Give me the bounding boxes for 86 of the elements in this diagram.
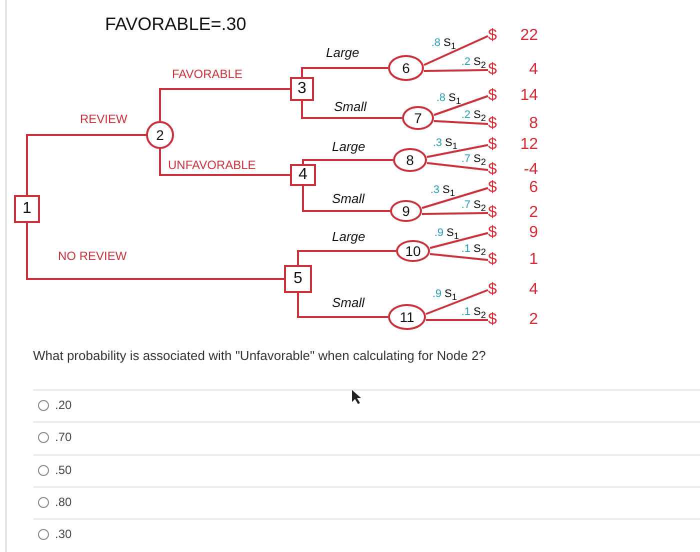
payoff-value: 1 <box>529 251 538 269</box>
decision-node: 4 <box>290 164 316 186</box>
connector-line <box>26 134 146 195</box>
edge-label: .7 S$_{2}$ <box>461 198 486 216</box>
currency-symbol: $ <box>488 179 497 197</box>
edge-label: .8 S$_{1}$ <box>431 36 456 53</box>
connector-line <box>301 67 388 77</box>
edge-label: Large <box>332 140 366 154</box>
payoff-value: 8 <box>529 115 538 133</box>
radio-option: .20 <box>38 397 72 413</box>
edge-label: .9 S$_{1}$ <box>432 287 457 304</box>
decision-node: 3 <box>290 77 314 101</box>
radio-option: .50 <box>38 462 72 478</box>
payoff-value: 6 <box>529 179 538 197</box>
edge-label: .3 S$_{1}$ <box>430 183 455 200</box>
currency-symbol: $ <box>488 204 497 222</box>
edge-label: Small <box>332 192 365 206</box>
connector-line <box>424 35 488 66</box>
decision-node: 5 <box>284 265 312 293</box>
currency-symbol: $ <box>488 87 497 105</box>
edge-label: Large <box>332 230 366 244</box>
edge-label: .9 S$_{1}$ <box>434 226 459 243</box>
payoff-value: 4 <box>529 281 538 299</box>
connector-line <box>430 232 488 249</box>
currency-symbol: $ <box>488 281 497 299</box>
question-text: What probability is associated with "Unfavorable" when calculating for Node 2? <box>33 348 486 363</box>
currency-symbol: $ <box>488 311 497 329</box>
radio-option: .70 <box>38 429 72 445</box>
chance-node: 8 <box>393 148 427 172</box>
edge-label: FAVORABLE <box>172 67 242 81</box>
edge-label: .2 S$_{2}$ <box>461 108 486 125</box>
currency-symbol: $ <box>488 136 497 154</box>
payoff-value: 2 <box>529 311 538 329</box>
connector-line <box>426 289 488 315</box>
payoff-value: 4 <box>529 61 538 79</box>
connector-line <box>297 293 388 318</box>
connector-line <box>426 162 488 171</box>
chance-node: 11 <box>388 304 426 330</box>
connector-line <box>426 319 488 321</box>
chance-node: 10 <box>396 240 430 262</box>
chance-node: 9 <box>390 200 422 222</box>
payoff-value: 9 <box>529 224 538 242</box>
edge-label: .2 S$_{2}$ <box>461 55 486 72</box>
connector-line <box>434 95 488 116</box>
connector-line <box>302 159 393 164</box>
edge-label: UNFAVORABLE <box>168 158 256 172</box>
edge-label: Large <box>326 46 360 60</box>
connector-line <box>159 88 290 121</box>
connector-line <box>26 223 284 280</box>
currency-symbol: $ <box>488 251 497 269</box>
edge-label: .1 S$_{2}$ <box>461 242 486 260</box>
payoff-value: 22 <box>520 27 538 45</box>
connector-line <box>424 69 488 72</box>
currency-symbol: $ <box>488 61 497 79</box>
decision-node: 1 <box>14 195 40 223</box>
connector-line <box>422 212 488 215</box>
edge-label: REVIEW <box>80 112 128 126</box>
payoff-value: 14 <box>520 87 538 105</box>
connector-line <box>426 144 488 158</box>
chance-node: 2 <box>146 121 174 149</box>
edge-label: .3 S$_{1}$ <box>432 136 458 154</box>
connector-line <box>434 120 488 125</box>
edge-label: Small <box>332 296 365 310</box>
radio-option: .80 <box>38 494 72 510</box>
radio-option: .30 <box>38 526 72 542</box>
edge-label: .8 S$_{1}$ <box>436 90 461 108</box>
edge-label: .1 S$_{2}$ <box>461 305 486 322</box>
currency-symbol: $ <box>488 224 497 242</box>
currency-symbol: $ <box>488 161 497 179</box>
connector-line <box>297 250 396 265</box>
edge-label: Small <box>334 100 367 114</box>
connector-line <box>301 101 402 119</box>
edge-label: .7 S$_{2}$ <box>461 152 486 170</box>
connector-line <box>430 253 488 261</box>
payoff-value: 2 <box>529 204 538 222</box>
currency-symbol: $ <box>488 27 497 45</box>
note-text: FAVORABLE=.30 <box>105 14 246 35</box>
edge-label: NO REVIEW <box>58 249 127 263</box>
currency-symbol: $ <box>488 115 497 133</box>
payoff-value: 12 <box>520 136 538 154</box>
chance-node: 7 <box>402 106 434 130</box>
payoff-value: -4 <box>524 161 538 179</box>
connector-line <box>159 149 290 176</box>
connector-line <box>422 187 488 209</box>
chance-node: 6 <box>388 55 424 81</box>
connector-line <box>302 186 390 212</box>
